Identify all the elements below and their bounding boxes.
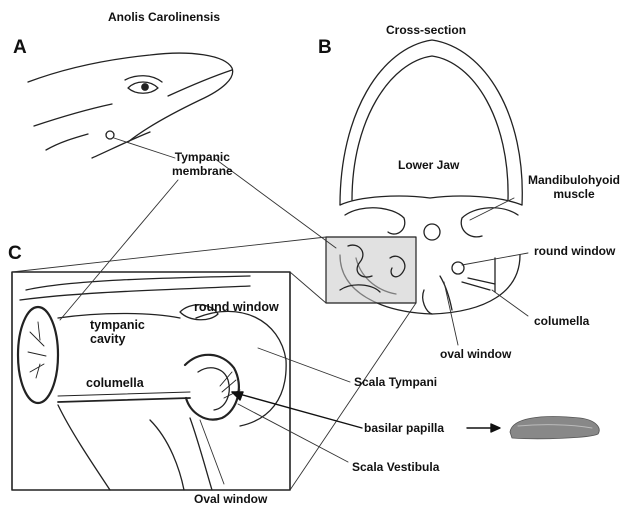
label-lower-jaw: Lower Jaw [398,158,459,172]
panel-label-b: B [318,38,332,58]
cross-section-drawing [326,40,522,314]
basilar-papilla-image [510,417,599,439]
label-basilar-papilla: basilar papilla [364,421,444,435]
round-window-marker-b [452,262,464,274]
label-round-window-c: round window [194,300,279,314]
label-columella-c: columella [86,376,144,390]
label-oval-window-b: oval window [440,347,511,361]
tympanic-membrane-marker [106,131,114,139]
label-tympanic-membrane: Tympanic membrane [172,150,233,178]
panel-label-c: C [8,244,22,264]
tympanic-membrane-c [18,307,58,403]
highlight-box [326,237,416,303]
label-mandibulohyoid-muscle: Mandibulohyoid muscle [528,173,620,201]
label-columella-b: columella [534,314,589,328]
label-tympanic-cavity: tympanic cavity [90,318,145,346]
leader-lines [12,138,528,490]
label-scala-vestibula: Scala Vestibula [352,460,439,474]
title-anolis: Anolis Carolinensis [108,10,220,24]
label-round-window-b: round window [534,244,615,258]
title-cross-section: Cross-section [386,23,466,37]
panel-label-a: A [13,38,27,58]
label-scala-tympani: Scala Tympani [354,375,437,389]
label-oval-window-c: Oval window [194,492,267,506]
lizard-head-drawing [28,53,233,158]
